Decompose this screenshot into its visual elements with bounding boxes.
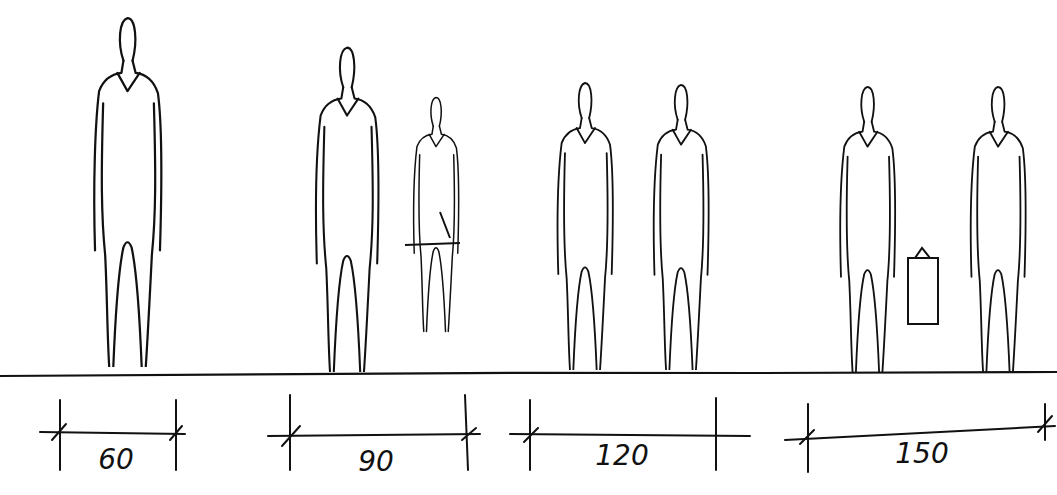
person-figure [971, 87, 1026, 372]
person-figure [414, 98, 459, 332]
person-figure [558, 83, 613, 370]
person-figure [316, 48, 378, 372]
person-figure [654, 85, 709, 370]
handbags [405, 212, 938, 324]
dimension-label: 60 [95, 446, 137, 474]
dimension-lines [40, 395, 1055, 472]
person-figure [840, 87, 895, 372]
dimension-label: 120 [592, 442, 651, 470]
dimension-label: 90 [355, 448, 397, 476]
person-figure [94, 18, 161, 367]
ground-line [0, 372, 1057, 376]
dimension-label: 150 [892, 440, 951, 468]
